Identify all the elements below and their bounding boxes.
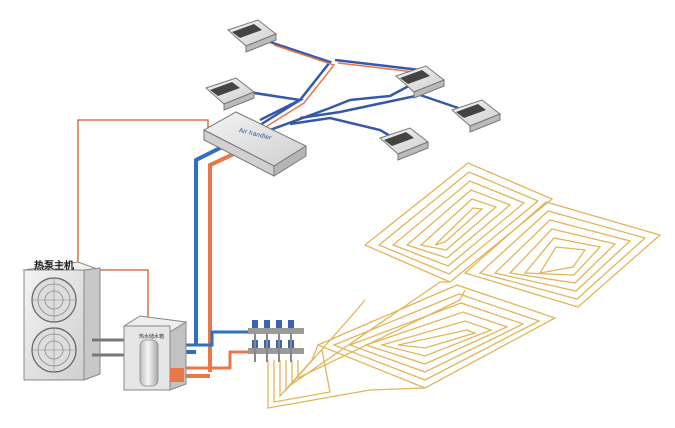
air-handler-riser-pipes	[182, 144, 239, 378]
floor-heating-coils	[267, 162, 662, 409]
tank-label: 热水储水箱	[139, 334, 165, 340]
ducted-indoor-unit	[395, 65, 445, 99]
duct-pipe-network	[247, 40, 471, 144]
floor-heating-manifold	[248, 320, 304, 362]
hot-water-tank	[122, 315, 188, 391]
floor-coil-zone-2	[463, 201, 662, 308]
air-handler-unit	[202, 111, 308, 177]
floor-coil-zone-3	[316, 284, 557, 389]
heat-pump-outdoor-unit	[22, 261, 102, 381]
floor-coil-zone-1	[363, 162, 554, 283]
floor-coil-feed-pipes	[267, 281, 466, 409]
heat-pump-label: 热泵主机	[34, 261, 74, 272]
fan-grille-icon	[31, 327, 77, 373]
ducted-indoor-unit	[451, 99, 501, 133]
refrigerant-loop	[77, 119, 209, 318]
manifold-supply-pipes	[182, 330, 250, 370]
ducted-indoor-unit	[205, 77, 255, 111]
ducted-indoor-unit	[379, 127, 429, 161]
fan-grille-icon	[31, 277, 77, 323]
ducted-indoor-unit	[227, 19, 277, 53]
